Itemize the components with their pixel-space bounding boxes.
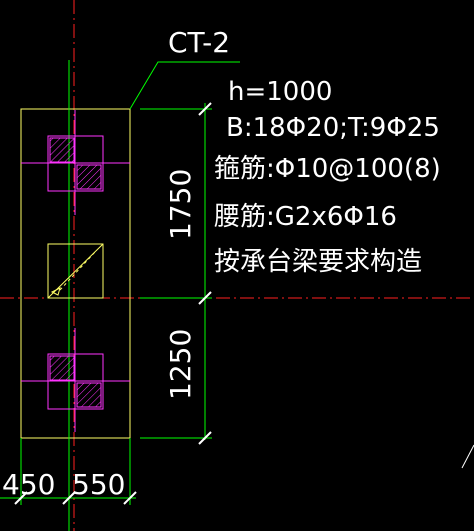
beam-tag: CT-2	[168, 26, 230, 59]
dimension-right-offset: 550	[72, 468, 125, 501]
dimension-lower-span: 1250	[164, 329, 197, 400]
tag-leader-line	[129, 61, 240, 110]
stirrup-annotation: 箍筋:Φ10@100(8)	[214, 154, 441, 184]
dimension-left-offset: 450	[2, 468, 55, 501]
note-annotation: 按承台梁要求构造	[214, 247, 422, 277]
column-symbol	[47, 243, 104, 299]
upper-pile	[21, 110, 130, 215]
horizontal-dimension	[0, 438, 137, 505]
dimension-upper-span: 1750	[164, 169, 197, 240]
waist-bar-annotation: 腰筋:G2x6Φ16	[214, 202, 397, 232]
height-annotation: h=1000	[228, 77, 332, 107]
main-rebar-annotation: B:18Φ20;T:9Φ25	[226, 113, 440, 143]
lower-pile	[21, 328, 130, 432]
vertical-dimension	[140, 102, 212, 445]
edge-fragment	[461, 444, 474, 469]
cap-beam-outline	[20, 108, 131, 439]
